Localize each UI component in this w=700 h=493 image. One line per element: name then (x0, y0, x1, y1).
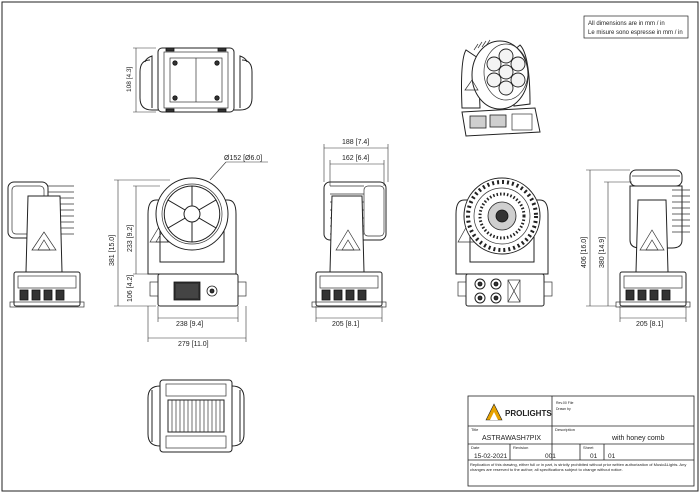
brand-name: PROLIGHTS (505, 409, 552, 418)
sheet-number: 01 (590, 453, 598, 460)
units-note-line1: All dimensions are in mm / in (588, 21, 665, 27)
dim-rear-base: 205 [8.1] (636, 321, 663, 328)
model-name: ASTRAWASH7PIX (482, 435, 541, 442)
dim-base-height: 106 [4.2] (127, 275, 134, 302)
dim-rear-height: 380 [14.9] (599, 237, 606, 268)
dim-top-depth: 108 [4.3] (126, 67, 133, 92)
side-view-center: 188 [7.4] 162 [6.4] 205 [8.1] (311, 139, 389, 328)
label-description: Description (555, 427, 575, 432)
title-block: PROLIGHTS Rev.00 File Drawn by Title AST… (467, 395, 695, 487)
dim-rear-total-height: 406 [16.0] (581, 237, 588, 268)
sheet-total: 01 (608, 453, 616, 460)
disclaimer-text: Replication of this drawing, either full… (470, 462, 687, 472)
revision-number: 001 (545, 453, 556, 460)
label-date: Date (471, 445, 480, 450)
dim-total-height: 381 [15.0] (109, 235, 116, 266)
label-revision: Revision (513, 445, 528, 450)
dim-base-width: 238 [9.4] (176, 321, 203, 328)
isometric-view (461, 39, 541, 137)
units-note-line2: Le misure sono espresse in mm / in (588, 30, 683, 36)
label-sheet: Sheet (583, 445, 594, 450)
dim-handle-width: 279 [11.0] (178, 341, 209, 348)
bottom-view (147, 379, 245, 453)
dim-side-base: 205 [8.1] (332, 321, 359, 328)
prolights-logo: PROLIGHTS (485, 403, 552, 421)
small-label-b: Drawn by (556, 407, 571, 411)
dim-yoke-height: 233 [9.2] (127, 225, 134, 252)
dim-lens-diameter: Ø152 [Ø6.0] (224, 155, 262, 162)
label-title: Title (471, 427, 479, 432)
dim-side-depth: 188 [7.4] (342, 139, 369, 146)
back-view (455, 177, 553, 307)
side-view-left (7, 181, 85, 308)
top-view: 108 [4.3] (126, 47, 253, 113)
dim-side-head: 162 [6.4] (342, 155, 369, 162)
front-view: Ø152 [Ø6.0] 381 [15.0] 233 [9.2] 106 [4.… (109, 155, 268, 348)
model-description: with honey comb (611, 435, 665, 442)
units-note: All dimensions are in mm / in Le misure … (583, 15, 689, 39)
small-label-a: Rev.00 File (556, 401, 573, 405)
rear-side-view: 406 [16.0] 380 [14.9] 205 [8.1] (581, 169, 691, 328)
drawing-date: 15-02-2021 (474, 453, 508, 460)
